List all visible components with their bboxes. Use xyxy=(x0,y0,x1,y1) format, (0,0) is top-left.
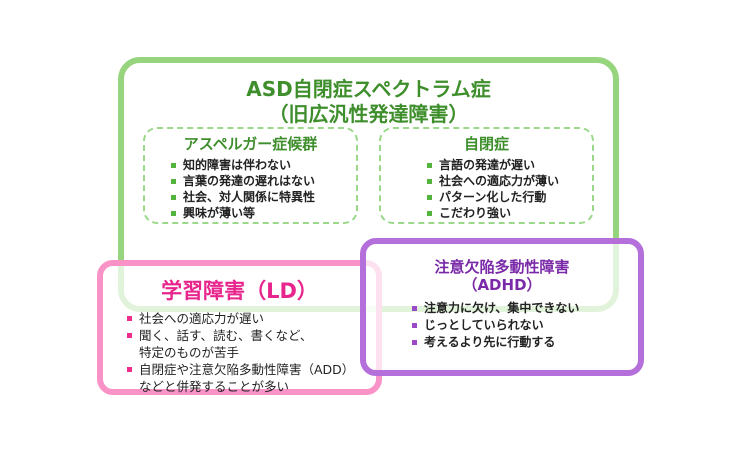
list-item-text: 社会、対人関係に特異性 xyxy=(183,190,316,204)
square-bullet-icon xyxy=(427,211,432,216)
list-item: じっとしていられない xyxy=(412,317,579,334)
ld-list: 社会への適応力が遅い 聞く、話す、読む、書くなど、特定のものが苦手 自閉症や注意… xyxy=(127,310,354,395)
square-bullet-icon xyxy=(427,179,432,184)
list-item: 考えるより先に行動する xyxy=(412,334,579,351)
square-bullet-icon xyxy=(427,163,432,168)
list-item: 興味が薄い等 xyxy=(171,205,356,221)
list-item-text-continued: 特定のものが苦手 xyxy=(139,345,240,360)
autism-title: 自閉症 xyxy=(463,135,509,153)
list-item-text: じっとしていられない xyxy=(424,318,544,332)
list-item: 知的障害は伴わない xyxy=(171,157,356,173)
adhd-box: 注意欠陥多動性障害 （ADHD） 注意力に欠け、集中できない じっとしていられな… xyxy=(360,238,644,376)
list-item: 聞く、話す、読む、書くなど、特定のものが苦手 xyxy=(127,327,354,361)
asd-title-line1: ASD自閉症スペクトラム症 xyxy=(246,77,491,101)
list-item: 注意力に欠け、集中できない xyxy=(412,300,579,317)
autism-list: 言語の発達が遅い 社会への適応力が薄い パターン化した行動 こだわり強い xyxy=(427,157,592,221)
square-bullet-icon xyxy=(412,306,417,311)
list-item: 言語の発達が遅い xyxy=(427,157,592,173)
square-bullet-icon xyxy=(171,211,176,216)
adhd-title: 注意欠陥多動性障害 （ADHD） xyxy=(366,258,638,294)
ld-title: 学習障害（LD） xyxy=(161,279,318,303)
square-bullet-icon xyxy=(171,163,176,168)
list-item: こだわり強い xyxy=(427,205,592,221)
list-item-text: 考えるより先に行動する xyxy=(424,335,556,349)
list-item: 社会、対人関係に特異性 xyxy=(171,189,356,205)
list-item-text: 自閉症や注意欠陥多動性障害（ADD） xyxy=(139,362,355,377)
autism-box: 自閉症 言語の発達が遅い 社会への適応力が薄い パターン化した行動 こだわり強い xyxy=(379,127,594,224)
list-item-text: 社会への適応力が薄い xyxy=(439,174,560,188)
asperger-list: 知的障害は伴わない 言葉の発達の遅れはない 社会、対人関係に特異性 興味が薄い等 xyxy=(171,157,356,221)
square-bullet-icon xyxy=(427,195,432,200)
adhd-list: 注意力に欠け、集中できない じっとしていられない 考えるより先に行動する xyxy=(412,300,579,351)
list-item-text: 注意力に欠け、集中できない xyxy=(424,301,580,315)
list-item-text-continued: などと併発することが多い xyxy=(139,379,290,394)
square-bullet-icon xyxy=(171,179,176,184)
asperger-box: アスペルガー症候群 知的障害は伴わない 言葉の発達の遅れはない 社会、対人関係に… xyxy=(143,127,358,224)
list-item: 社会への適応力が薄い xyxy=(427,173,592,189)
list-item-text: 言語の発達が遅い xyxy=(439,158,536,172)
list-item-text: こだわり強い xyxy=(439,206,512,220)
square-bullet-icon xyxy=(412,340,417,345)
asd-title-line2: （旧広汎性発達障害） xyxy=(268,102,469,126)
list-item: パターン化した行動 xyxy=(427,189,592,205)
list-item: 社会への適応力が遅い xyxy=(127,310,354,327)
list-item-text: 言葉の発達の遅れはない xyxy=(183,174,316,188)
square-bullet-icon xyxy=(127,333,132,338)
square-bullet-icon xyxy=(127,316,132,321)
asd-title: ASD自閉症スペクトラム症 （旧広汎性発達障害） xyxy=(124,77,613,127)
list-item-text: 知的障害は伴わない xyxy=(183,158,292,172)
list-item-text: 聞く、話す、読む、書くなど、 xyxy=(139,328,313,343)
square-bullet-icon xyxy=(127,367,132,372)
square-bullet-icon xyxy=(171,195,176,200)
square-bullet-icon xyxy=(412,323,417,328)
list-item-text: 社会への適応力が遅い xyxy=(139,311,265,326)
adhd-title-line2: （ADHD） xyxy=(462,276,542,294)
list-item: 自閉症や注意欠陥多動性障害（ADD） などと併発することが多い xyxy=(127,361,354,395)
list-item: 言葉の発達の遅れはない xyxy=(171,173,356,189)
list-item-text: 興味が薄い等 xyxy=(183,206,256,220)
adhd-title-line1: 注意欠陥多動性障害 xyxy=(434,258,570,276)
list-item-text: パターン化した行動 xyxy=(439,190,547,204)
asperger-title: アスペルガー症候群 xyxy=(183,135,318,153)
ld-box: 学習障害（LD） 社会への適応力が遅い 聞く、話す、読む、書くなど、特定のものが… xyxy=(97,260,382,395)
